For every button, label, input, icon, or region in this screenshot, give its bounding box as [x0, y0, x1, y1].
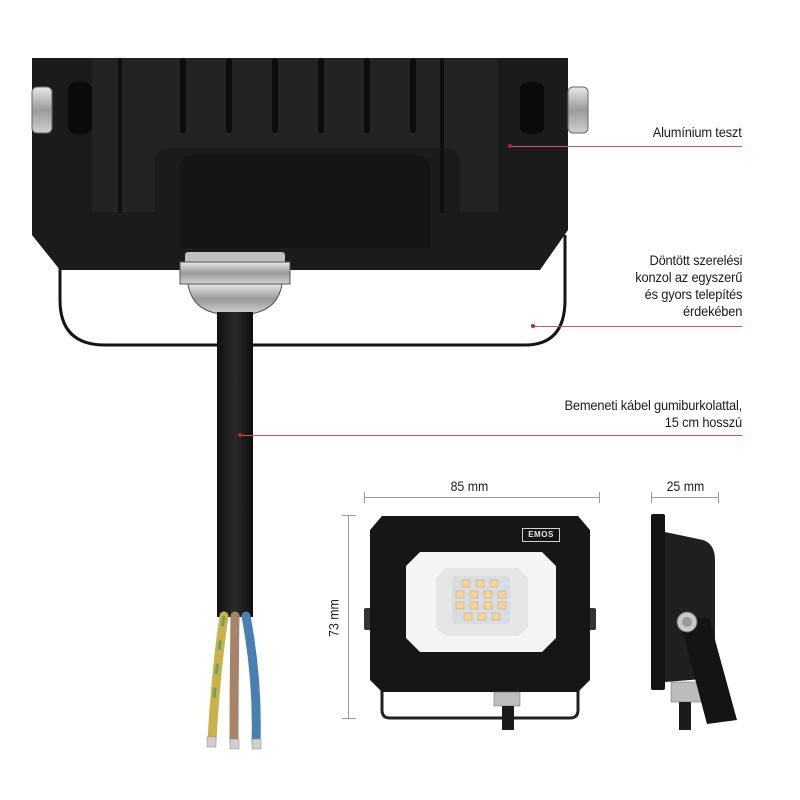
dimension-height-label: 73 mm — [325, 599, 342, 637]
callout-aluminium-line — [510, 146, 742, 147]
callout-cable-dot — [238, 433, 242, 437]
callout-bracket-line — [533, 326, 742, 327]
floodlight-back-illustration — [31, 58, 589, 750]
callout-bracket-text: Döntött szerelési konzol az egyszerű és … — [635, 252, 742, 319]
dimension-width-label: 85 mm — [450, 478, 489, 494]
floodlight-side-view — [645, 510, 755, 730]
callout-cable-text: Bemeneti kábel gumiburkolattal, 15 cm ho… — [564, 397, 742, 430]
floodlight-back-view — [20, 40, 600, 800]
floodlight-side-illustration — [651, 514, 737, 730]
callout-aluminium-text: Alumínium teszt — [653, 124, 742, 140]
floodlight-front-view: EMOS — [360, 510, 600, 730]
brand-label: EMOS — [522, 528, 560, 542]
callout-aluminium-dot — [508, 144, 512, 148]
floodlight-front-illustration — [364, 516, 596, 730]
dimension-depth-label: 25 mm — [666, 478, 705, 494]
callout-bracket-dot — [531, 324, 535, 328]
callout-cable-line — [240, 435, 742, 436]
